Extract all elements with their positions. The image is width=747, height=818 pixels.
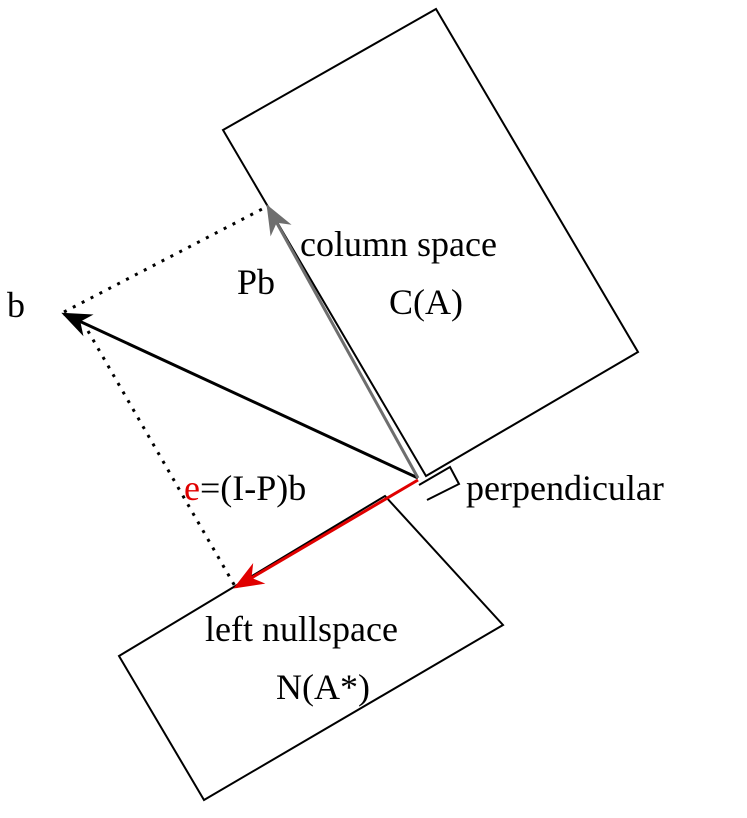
label-left-nullspace-symbol: N(A*): [276, 667, 370, 707]
label-pb: Pb: [237, 262, 275, 302]
label-left-nullspace: left nullspace: [205, 609, 398, 649]
vector-e-arrow: [233, 478, 419, 589]
label-b: b: [7, 285, 25, 325]
dotted-line-b-to-pb: [63, 205, 267, 314]
column-space-plane: [221, 7, 640, 478]
dotted-line-b-to-e: [86, 330, 238, 589]
label-perpendicular: perpendicular: [466, 468, 664, 508]
label-error-rest: =(I-P)b: [200, 468, 306, 508]
left-nullspace-plane: [117, 494, 505, 802]
vector-b-arrow: [61, 312, 419, 480]
vector-pb-arrow: [266, 204, 420, 479]
right-angle-marker: [418, 465, 461, 501]
label-error-e: e: [184, 468, 200, 508]
label-error: e=(I-P)b: [184, 468, 306, 508]
label-column-space: column space: [300, 224, 497, 264]
label-column-space-symbol: C(A): [389, 282, 463, 322]
